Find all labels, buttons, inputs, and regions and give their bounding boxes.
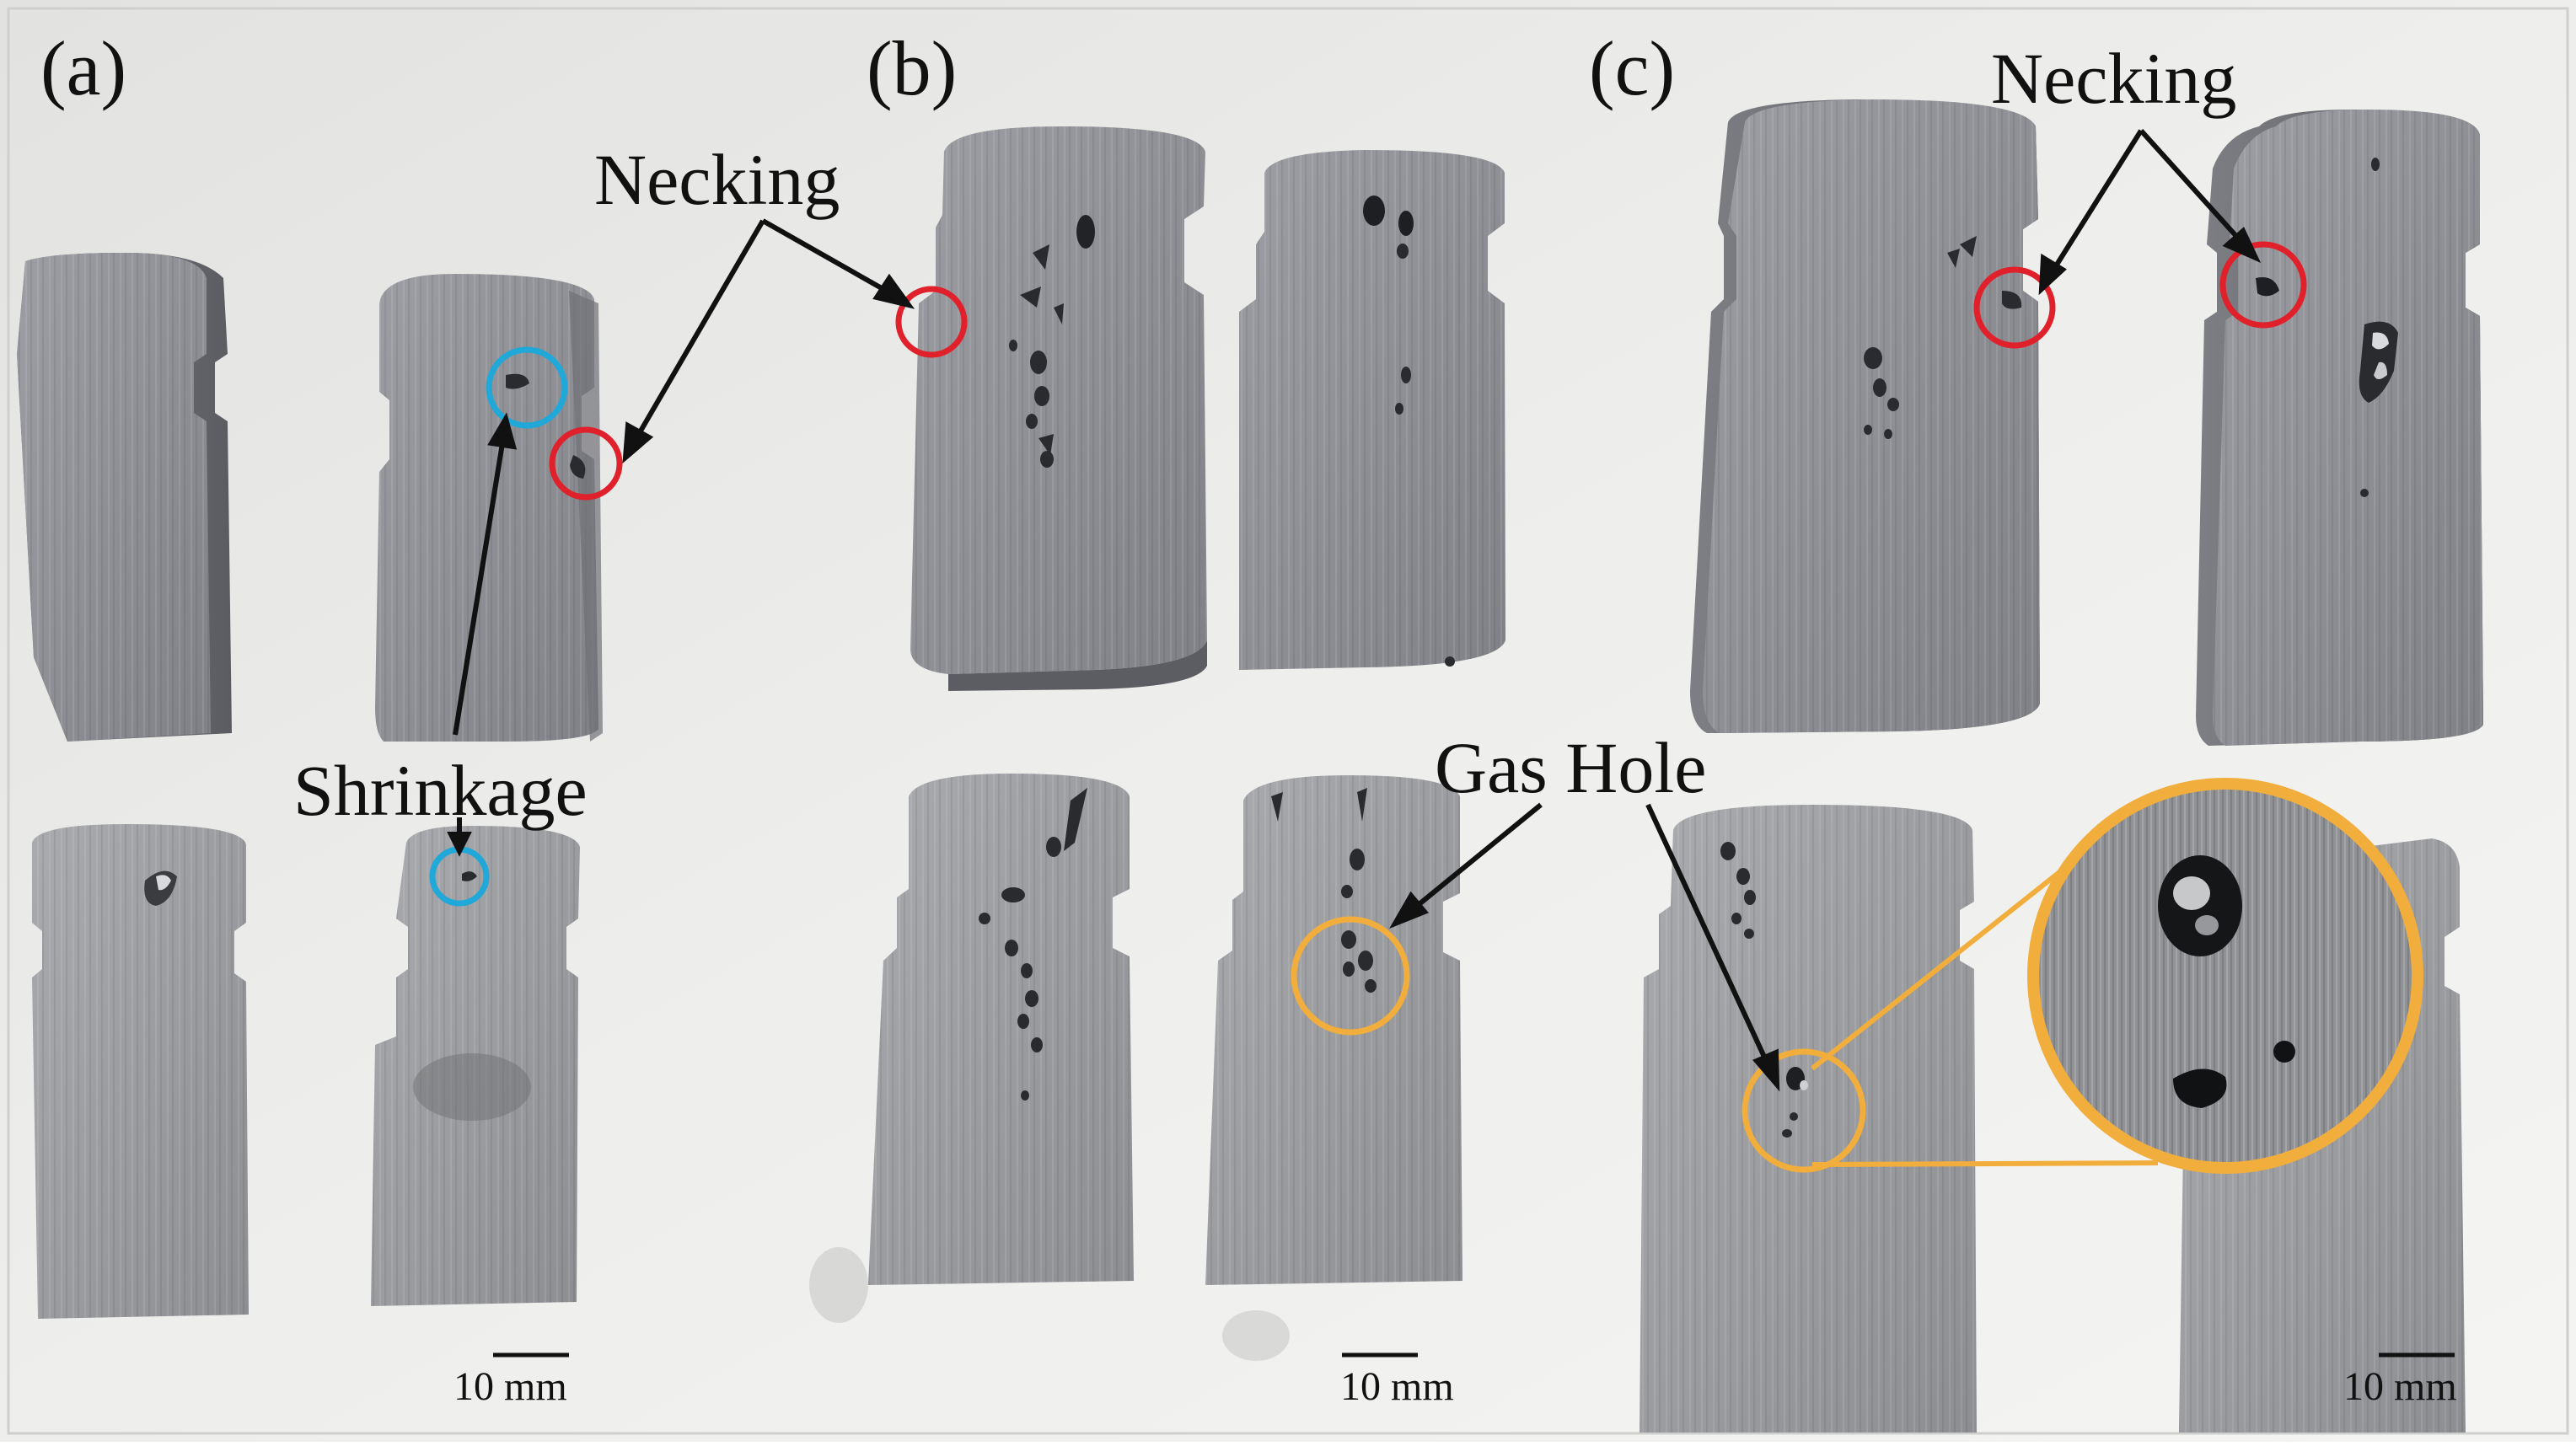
specimen-c-bottom-left bbox=[1640, 805, 1977, 1433]
specimen-b-top-left bbox=[910, 126, 1207, 691]
necking-circle-c-right bbox=[2219, 241, 2307, 329]
specimen-a-top-left bbox=[17, 253, 232, 742]
specimen-a-bottom-left bbox=[32, 824, 249, 1319]
specimen-a-top-right bbox=[375, 274, 603, 742]
specimen-b-bottom-left bbox=[868, 774, 1134, 1285]
gas-hole-label: Gas Hole bbox=[1435, 727, 1707, 808]
panel-label-c: (c) bbox=[1589, 25, 1676, 111]
necking-label-a: Necking bbox=[594, 139, 840, 220]
gas-hole-circle-b bbox=[1291, 916, 1410, 1036]
shrinkage-circle-upper bbox=[486, 346, 568, 429]
annotation-arrows bbox=[447, 128, 2262, 1092]
panel-label-b: (b) bbox=[867, 25, 958, 111]
scale-bar-label-c: 10 mm bbox=[2343, 1364, 2457, 1409]
panel-label-a: (a) bbox=[40, 25, 127, 111]
specimen-b-top-right bbox=[1239, 150, 1505, 670]
specimen-c-top-left bbox=[1690, 99, 2040, 733]
scale-bar-label-a: 10 mm bbox=[453, 1364, 567, 1409]
necking-circle-b bbox=[895, 286, 968, 358]
necking-label-c: Necking bbox=[1991, 38, 2237, 119]
scale-bar-label-b: 10 mm bbox=[1340, 1364, 1454, 1409]
necking-circle-c-left bbox=[1973, 266, 2056, 349]
specimen-c-top-right bbox=[2196, 110, 2483, 746]
magnified-gas-hole-inset bbox=[1811, 778, 2423, 1174]
necking-circle-a bbox=[549, 426, 623, 501]
shrinkage-label: Shrinkage bbox=[293, 750, 588, 831]
gas-hole-circle-c bbox=[1741, 1048, 1866, 1173]
specimen-a-bottom-right bbox=[371, 826, 580, 1306]
